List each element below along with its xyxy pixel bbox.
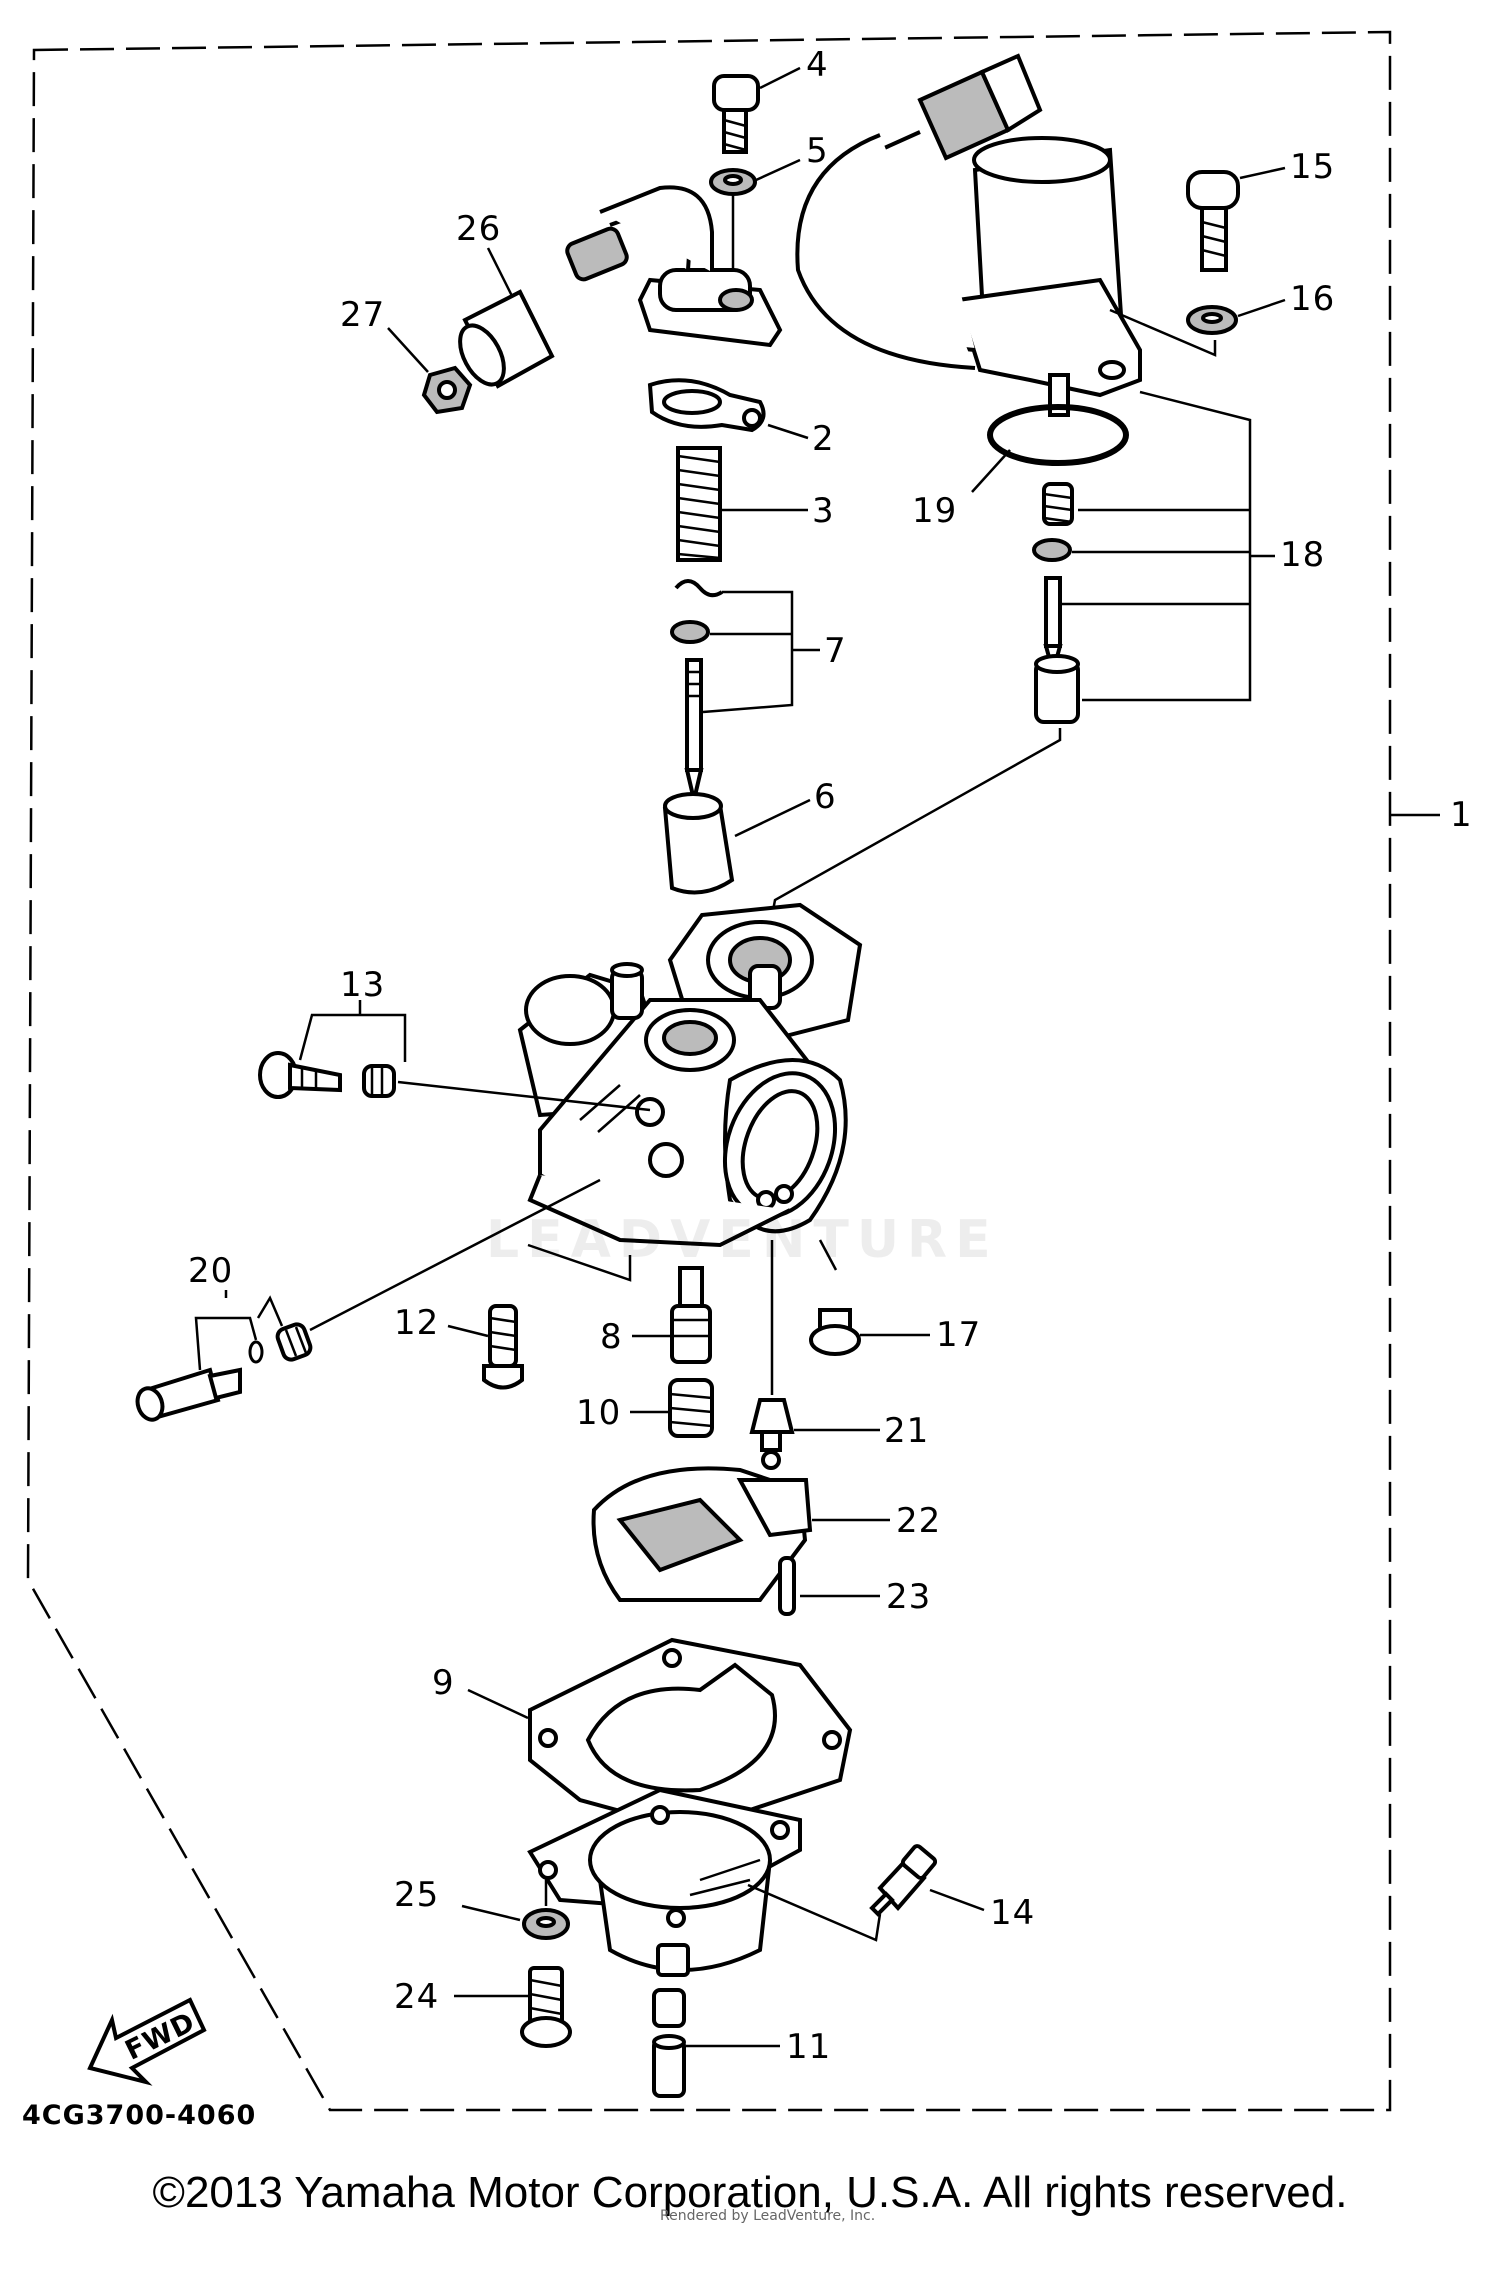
part-26-hose — [458, 289, 555, 389]
part-8-emulsion-tube — [670, 1266, 712, 1364]
leader-9 — [467, 1688, 529, 1720]
callout-21: 21 — [884, 1411, 929, 1451]
part-13-screw — [258, 1051, 342, 1099]
callout-27: 27 — [340, 295, 385, 335]
part-20-spring — [275, 1322, 313, 1362]
part-9-gasket — [528, 1637, 853, 1833]
callout-3: 3 — [812, 491, 835, 531]
part-17-plug — [809, 1308, 861, 1356]
callout-14: 14 — [990, 1893, 1035, 1933]
callout-22: 22 — [896, 1501, 941, 1541]
leader-5 — [755, 158, 801, 182]
leader-19 — [971, 449, 1011, 493]
part-20-oring — [248, 1340, 264, 1364]
part-27-nut — [421, 365, 473, 415]
fwd-arrow-icon — [87, 1997, 207, 2086]
leader-20 — [194, 1290, 284, 1371]
callout-24: 24 — [394, 1977, 439, 2017]
part-25-washer — [522, 1908, 570, 1940]
callout-2: 2 — [812, 419, 835, 459]
part-10-jet — [668, 1378, 714, 1438]
callout-20: 20 — [188, 1251, 233, 1291]
leader-25 — [461, 1904, 521, 1922]
watermark: LEADVENTURE — [486, 1210, 999, 1270]
axis-body — [527, 1239, 838, 1282]
callout-13: 13 — [340, 965, 385, 1005]
leader-4 — [759, 66, 801, 90]
part-2-gasket — [647, 378, 766, 433]
callout-17: 17 — [936, 1315, 981, 1355]
part-23-pin — [778, 1556, 796, 1616]
callout-26: 26 — [456, 209, 501, 249]
callout-7: 7 — [824, 631, 847, 671]
part-20-screw — [135, 1367, 242, 1422]
part-4-screw — [712, 74, 760, 154]
part-18-spring — [1042, 482, 1074, 526]
callout-10: 10 — [576, 1393, 621, 1433]
part-13-spring — [362, 1064, 396, 1098]
part-24-screw — [520, 1966, 572, 2048]
leader-6 — [734, 798, 811, 838]
leader-16 — [1237, 298, 1286, 318]
callout-11: 11 — [786, 2027, 831, 2067]
callout-5: 5 — [806, 131, 829, 171]
leader-26 — [486, 247, 514, 297]
rendered-note: Rendered by LeadVenture, Inc. — [660, 2208, 876, 2224]
top-cover — [565, 185, 783, 348]
callout-16: 16 — [1290, 279, 1335, 319]
assembly-boundary — [26, 30, 1392, 2112]
callout-8: 8 — [600, 1317, 623, 1357]
part-16-washer — [1186, 305, 1238, 335]
part-22-float — [591, 1466, 813, 1602]
part-7-eclip — [670, 620, 710, 644]
callout-18: 18 — [1280, 535, 1325, 575]
leader-12 — [447, 1324, 489, 1338]
axis-16 — [1109, 308, 1217, 357]
part-6-throttle-valve — [662, 792, 735, 895]
float-chamber — [527, 1787, 802, 1977]
callout-6: 6 — [814, 777, 837, 817]
callout-23: 23 — [886, 1577, 931, 1617]
part-12-jet — [482, 1304, 524, 1390]
copyright-notice: ©2013 Yamaha Motor Corporation, U.S.A. A… — [152, 2168, 1348, 2217]
part-21-needle-valve — [749, 1398, 795, 1470]
callout-4: 4 — [806, 45, 829, 85]
part-7-needle — [684, 658, 704, 801]
leader-7 — [702, 590, 820, 714]
carburetor-body — [517, 902, 863, 1248]
part-11-jet — [652, 1988, 686, 2098]
callout-9: 9 — [432, 1663, 455, 1703]
part-18-eclip — [1032, 538, 1072, 562]
axis-13 — [397, 1080, 651, 1112]
drawing-code: 4CG3700-4060 — [22, 2100, 256, 2131]
callout-15: 15 — [1290, 147, 1335, 187]
leader-2 — [767, 423, 809, 440]
part-7-clip — [674, 579, 724, 598]
part-5-washer — [709, 168, 757, 196]
callout-12: 12 — [394, 1303, 439, 1343]
callout-1: 1 — [1450, 795, 1473, 835]
auto-choke-unit — [795, 53, 1142, 417]
callout-19: 19 — [912, 491, 957, 531]
leader-14 — [929, 1888, 985, 1912]
leader-27 — [387, 327, 429, 373]
leader-13 — [298, 1000, 407, 1062]
leader-15 — [1239, 166, 1286, 180]
part-3-spring — [676, 446, 722, 562]
callout-25: 25 — [394, 1875, 439, 1915]
leader-18 — [1062, 390, 1275, 702]
axis-14 — [747, 1883, 882, 1942]
part-14-drain-screw — [869, 1844, 938, 1917]
axis-20 — [309, 1178, 601, 1332]
part-18-plunger — [1034, 654, 1080, 724]
part-15-screw — [1186, 170, 1240, 272]
part-19-oring — [987, 404, 1129, 466]
